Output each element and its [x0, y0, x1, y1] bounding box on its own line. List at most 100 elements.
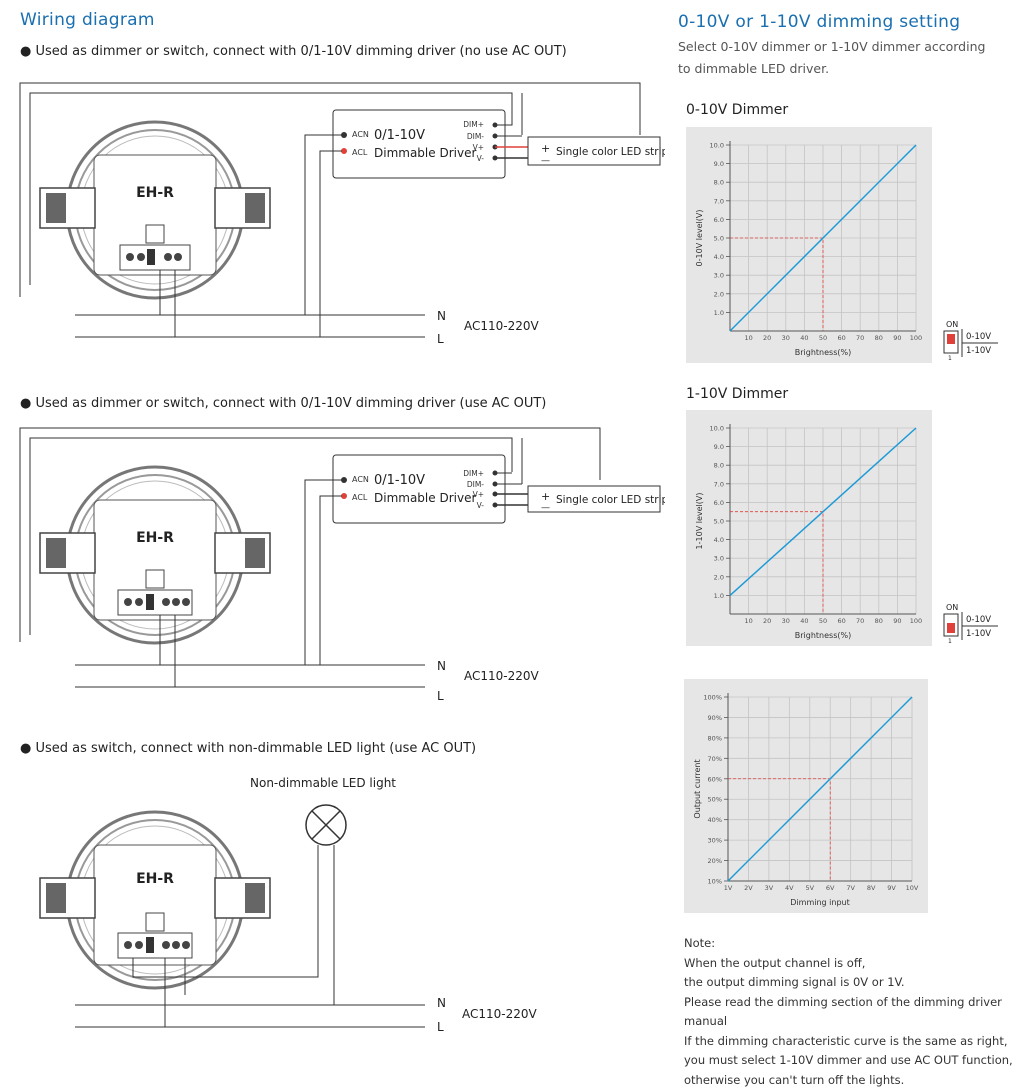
y-axis-label: Output current: [693, 759, 702, 818]
y-tick-label: 1.0: [714, 309, 724, 317]
svg-text:0-10V: 0-10V: [966, 615, 991, 625]
svg-text:ON: ON: [946, 320, 958, 329]
device-label-2: EH-R: [136, 530, 174, 546]
strip-label-2: Single color LED strip: [556, 494, 665, 506]
x-tick-label: 40: [800, 334, 808, 342]
x-tick-label: 60: [837, 617, 845, 625]
y-tick-label: 2.0: [714, 290, 724, 298]
svg-text:ACL: ACL: [352, 493, 368, 502]
svg-text:1-10V: 1-10V: [966, 346, 991, 356]
x-tick-label: 90: [893, 617, 901, 625]
y-tick-label: 10.0: [710, 425, 724, 433]
x-tick-label: 20: [763, 617, 771, 625]
y-tick-label: 80%: [708, 734, 722, 742]
svg-text:—: —: [541, 503, 550, 513]
driver-v-plus-1: V+: [473, 143, 484, 152]
svg-text:0/1-10V: 0/1-10V: [374, 473, 425, 488]
eh-r-device-3: [40, 812, 270, 988]
x-tick-label: 10V: [906, 884, 919, 892]
y-tick-label: 7.0: [714, 480, 724, 488]
note-line: you must select 1-10V dimmer and use AC …: [684, 1051, 1020, 1071]
y-tick-label: 2.0: [714, 573, 724, 581]
x-tick-label: 30: [782, 617, 790, 625]
svg-text:+: +: [541, 490, 550, 503]
x-axis-label: Dimming input: [790, 898, 849, 907]
driver-acl-1: ACL: [352, 148, 368, 157]
dip-slider-down: [947, 623, 955, 633]
driver-line2-1: Dimmable Driver: [374, 146, 476, 160]
note-line: the output dimming signal is 0V or 1V.: [684, 973, 1020, 993]
y-tick-label: 5.0: [714, 518, 724, 526]
note-line: otherwise you can't turn off the lights.: [684, 1071, 1020, 1090]
ac-label-2: AC110-220V: [464, 669, 540, 683]
note-line: Note:: [684, 934, 1020, 954]
svg-text:+: +: [541, 142, 550, 155]
x-tick-label: 30: [782, 334, 790, 342]
dimming-setting-title: 0-10V or 1-10V dimming setting: [678, 12, 960, 32]
driver-line1-1: 0/1-10V: [374, 128, 425, 143]
y-tick-label: 30%: [708, 837, 722, 845]
wiring-diagram-title: Wiring diagram: [20, 10, 155, 30]
l-label-2: L: [437, 689, 444, 703]
l-label-1: L: [437, 332, 444, 346]
ac-label-1: AC110-220V: [464, 319, 540, 333]
device-label-3: EH-R: [136, 871, 174, 887]
x-tick-label: 70: [856, 617, 864, 625]
y-tick-label: 8.0: [714, 462, 724, 470]
y-tick-label: 70%: [708, 755, 722, 763]
eh-r-device-2: [40, 467, 270, 643]
x-tick-label: 80: [875, 617, 883, 625]
svg-text:0-10V: 0-10V: [966, 332, 991, 342]
x-tick-label: 4V: [785, 884, 794, 892]
x-tick-label: 3V: [765, 884, 774, 892]
y-tick-label: 1.0: [714, 592, 724, 600]
y-axis-label: 0-10V level(V): [695, 210, 704, 267]
svg-text:ACN: ACN: [352, 475, 369, 484]
x-tick-label: 100: [910, 334, 922, 342]
svg-text:1: 1: [948, 355, 952, 361]
bullet-3: ● Used as switch, connect with non-dimma…: [20, 741, 476, 756]
y-tick-label: 100%: [703, 694, 722, 702]
x-tick-label: 100: [910, 617, 922, 625]
x-tick-label: 50: [819, 334, 827, 342]
y-tick-label: 20%: [708, 857, 722, 865]
x-tick-label: 50: [819, 617, 827, 625]
x-tick-label: 40: [800, 617, 808, 625]
wiring-diagram-3: Non-dimmable LED light EH-R N L AC110-22…: [0, 765, 665, 1065]
y-tick-label: 9.0: [714, 443, 724, 451]
y-tick-label: 50%: [708, 796, 722, 804]
n-label-3: N: [437, 996, 446, 1010]
driver-dim-plus-1: DIM+: [463, 120, 484, 129]
strip-label-1: Single color LED strip: [556, 146, 665, 158]
y-tick-label: 3.0: [714, 555, 724, 563]
x-tick-label: 6V: [826, 884, 835, 892]
y-tick-label: 10.0: [710, 142, 724, 150]
y-tick-label: 9.0: [714, 160, 724, 168]
x-tick-label: 60: [837, 334, 845, 342]
wiring-diagram-2: EH-R ACN ACL 0/1-10V Dimmable Driver DIM…: [0, 420, 665, 710]
x-tick-label: 20: [763, 334, 771, 342]
device-label-1: EH-R: [136, 185, 174, 201]
dip-switch-1-10v: ON 0-10V 1-10V 1: [940, 600, 998, 644]
y-tick-label: 7.0: [714, 197, 724, 205]
x-tick-label: 70: [856, 334, 864, 342]
y-tick-label: 10%: [708, 878, 722, 886]
svg-text:—: —: [541, 156, 550, 166]
x-axis-label: Brightness(%): [795, 631, 851, 640]
y-tick-label: 3.0: [714, 272, 724, 280]
svg-text:V-: V-: [477, 501, 485, 510]
lamp-label: Non-dimmable LED light: [250, 776, 396, 790]
driver-acn-1: ACN: [352, 130, 369, 139]
y-tick-label: 60%: [708, 775, 722, 783]
x-tick-label: 1V: [724, 884, 733, 892]
x-axis-label: Brightness(%): [795, 348, 851, 357]
y-axis-label: 1-10V level(V): [695, 493, 704, 550]
note-line: When the output channel is off,: [684, 954, 1020, 974]
lamp-icon: [306, 805, 346, 845]
x-tick-label: 9V: [887, 884, 896, 892]
dimming-desc-line2: to dimmable LED driver.: [678, 58, 829, 80]
dip-switch-0-10v: ON 0-10V 1-10V 1: [940, 317, 998, 361]
